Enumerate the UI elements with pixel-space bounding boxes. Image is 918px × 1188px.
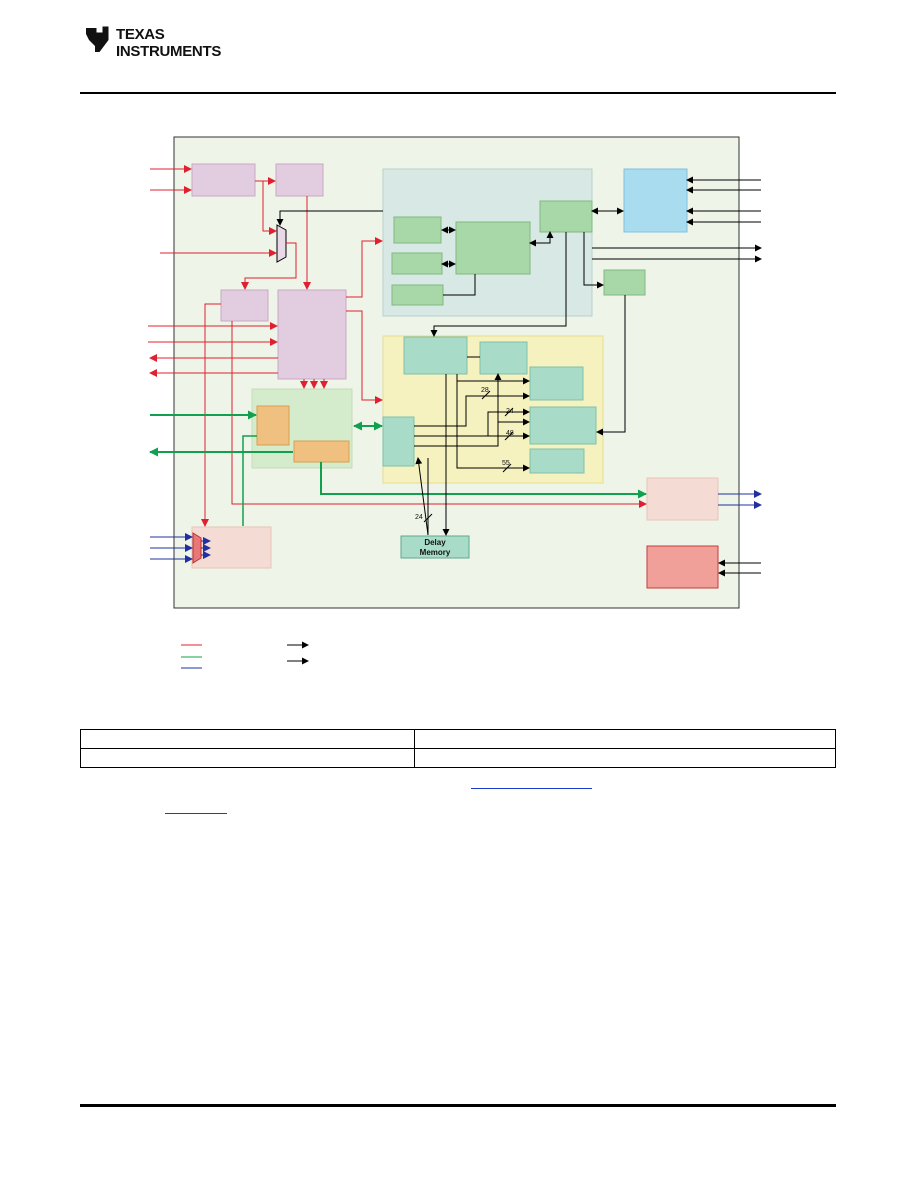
bus-width-28: 28 <box>481 387 489 394</box>
red-block <box>646 545 719 589</box>
header-rule <box>80 92 836 94</box>
orange-block-tall <box>256 405 290 446</box>
table-cell <box>414 729 836 749</box>
pink-block-input-1 <box>191 163 256 197</box>
legend <box>181 641 309 669</box>
delay-memory-block <box>400 535 470 559</box>
teal-block-left <box>382 416 415 467</box>
teal-block-r2 <box>529 406 597 445</box>
teal-block-r3 <box>529 448 585 474</box>
table-row <box>80 729 836 749</box>
pink-block-input-2 <box>275 163 324 197</box>
brand-name-line-2: INSTRUMENTS <box>116 43 222 60</box>
ti-logo-icon <box>86 26 109 52</box>
teal-block-r1 <box>529 366 584 401</box>
green-block-interface <box>539 200 593 233</box>
green-block-b <box>391 252 443 275</box>
blue-block <box>623 168 688 233</box>
green-block-a <box>393 216 442 244</box>
mux-bottom <box>192 532 202 564</box>
info-table <box>80 729 836 768</box>
orange-block-wide <box>293 440 350 463</box>
bus-width-48: 48 <box>506 430 514 437</box>
delay-memory-label-2: Memory <box>420 548 451 557</box>
hyperlink-underline-2[interactable] <box>165 813 227 814</box>
pink-block-main <box>277 289 347 380</box>
mux-top <box>276 224 287 263</box>
delay-memory-label-1: Delay <box>424 538 446 547</box>
bus-width-24-a: 24 <box>506 408 514 415</box>
table-cell <box>80 729 415 749</box>
green-block-right <box>603 269 646 296</box>
blue-signals <box>150 490 762 563</box>
brand-name-line-1: TEXAS <box>116 26 165 43</box>
teal-block-large <box>403 336 468 375</box>
pink-block-small <box>220 289 269 322</box>
hyperlink-underline-1[interactable] <box>471 788 592 789</box>
green-block-c <box>391 284 444 306</box>
bus-width-55: 55 <box>502 460 510 467</box>
table-cell <box>80 748 415 768</box>
teal-block-top-right <box>479 341 528 375</box>
salmon-block-right <box>646 477 719 521</box>
bus-width-24-b: 24 <box>415 514 423 521</box>
green-signals <box>149 410 647 526</box>
black-signals <box>276 176 762 577</box>
green-block-core <box>455 221 531 275</box>
table-cell <box>414 748 836 768</box>
footer-rule <box>80 1104 836 1107</box>
table-row <box>80 748 836 768</box>
block-diagram: Delay Memory <box>148 136 762 669</box>
